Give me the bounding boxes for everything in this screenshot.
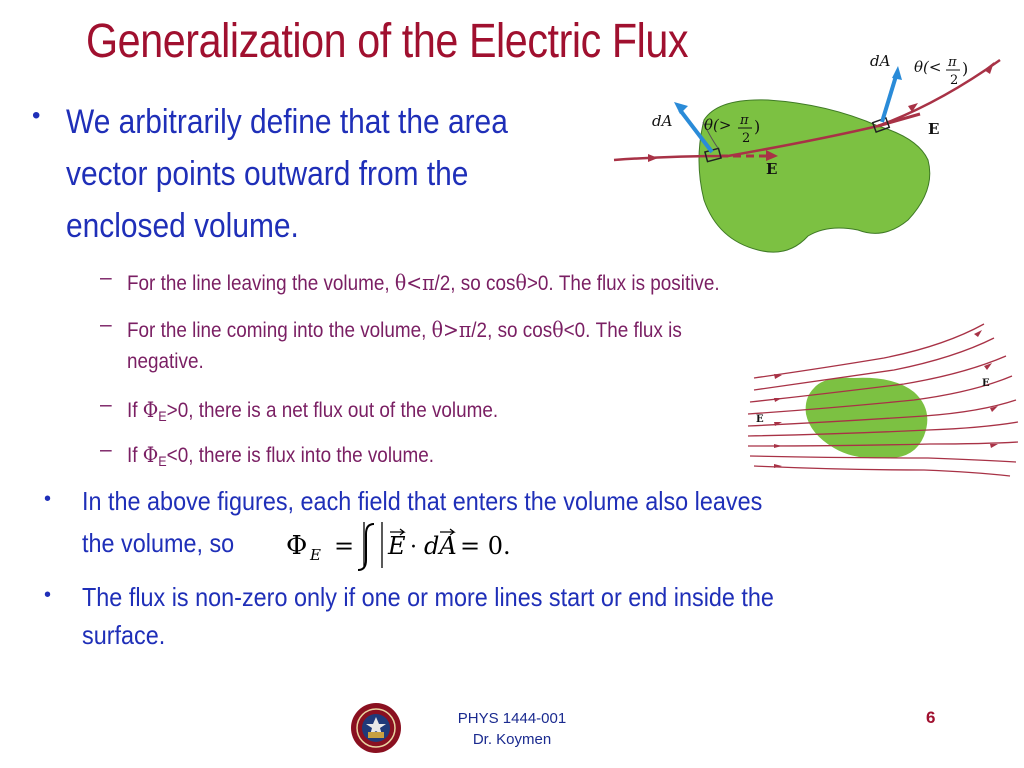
- bullet-dot: •: [32, 102, 41, 129]
- area-vector-arrow-left: [678, 108, 714, 154]
- bullet3-line1: The flux is non-zero only if one or more…: [82, 582, 774, 612]
- svg-text:θ(>: θ(>: [704, 116, 731, 134]
- arrowhead-icon: [766, 150, 778, 161]
- university-seal-logo: [351, 703, 401, 753]
- svg-text:E: E: [928, 120, 939, 138]
- svg-text:Φ: Φ: [286, 531, 307, 561]
- svg-text:=: =: [334, 532, 354, 560]
- field-lines: [747, 323, 1019, 477]
- bullet1-line1: We arbitrarily define that the area: [66, 103, 508, 141]
- svg-text:E: E: [982, 378, 990, 389]
- arrowhead-icon: [648, 154, 658, 162]
- flux-equation: Φ E = E · dA = 0.: [286, 522, 511, 571]
- footer-instructor: Dr. Koymen: [472, 731, 552, 748]
- sub-dash: –: [100, 266, 112, 289]
- slide-title: Generalization of the Electric Flux: [86, 15, 689, 68]
- sub-bullet-2-line2: negative.: [127, 350, 204, 373]
- arrowhead-icon: [908, 103, 918, 112]
- bullet-dot: •: [44, 584, 52, 606]
- green-volume: [698, 99, 931, 253]
- svg-text:dA: dA: [424, 532, 457, 560]
- svg-text:E: E: [387, 532, 406, 560]
- svg-text:2: 2: [950, 73, 958, 88]
- sub-bullet-3: If ΦE>0, there is a net flux out of the …: [127, 398, 499, 424]
- closed-integral-icon: [357, 523, 375, 571]
- page-number: 6: [926, 708, 936, 727]
- sub-bullet-2: For the line coming into the volume, θ>π…: [127, 318, 682, 342]
- sub-dash: –: [100, 438, 112, 461]
- sub-dash: –: [100, 313, 112, 336]
- bullet1-line3: enclosed volume.: [66, 207, 299, 245]
- arrowhead-icon: [984, 62, 994, 74]
- svg-text:): ): [754, 117, 760, 136]
- sub-dash: –: [100, 393, 112, 416]
- svg-text:π: π: [947, 55, 957, 70]
- sub-bullet-4: If ΦE<0, there is flux into the volume.: [127, 443, 435, 469]
- svg-text:dA: dA: [652, 112, 673, 130]
- bullet3-line2: surface.: [82, 620, 166, 650]
- footer-course-info: PHYS 1444-001 Dr. Koymen: [420, 708, 604, 750]
- area-vector-arrow-right: [880, 75, 898, 123]
- svg-text:E: E: [756, 414, 764, 425]
- svg-text:): ): [962, 59, 968, 78]
- green-volume: [805, 377, 928, 459]
- bullet2-line1: In the above figures, each field that en…: [82, 486, 763, 516]
- sub-bullet-1: For the line leaving the volume, θ<π/2, …: [127, 271, 720, 295]
- bullet1-line2: vector points outward from the: [66, 155, 469, 193]
- svg-text:2: 2: [742, 131, 750, 146]
- svg-text:E: E: [766, 160, 777, 178]
- bullet-dot: •: [44, 488, 52, 510]
- svg-text:dA: dA: [870, 52, 891, 70]
- footer-course: PHYS 1444-001: [457, 710, 567, 727]
- bullet2-line2: the volume, so: [82, 528, 235, 558]
- svg-text:·: ·: [410, 535, 417, 560]
- flux-figure-field-lines: E E: [747, 323, 1019, 477]
- flux-figure-area-vectors: dA θ(> π 2 ) E dA θ(< π 2 ) E: [613, 52, 1001, 253]
- svg-text:θ(<: θ(<: [914, 58, 941, 76]
- field-line: [613, 58, 1001, 162]
- svg-text:= 0.: = 0.: [460, 532, 511, 560]
- svg-text:E: E: [309, 546, 321, 564]
- svg-text:π: π: [739, 113, 749, 128]
- arrowhead-icon: [774, 330, 998, 468]
